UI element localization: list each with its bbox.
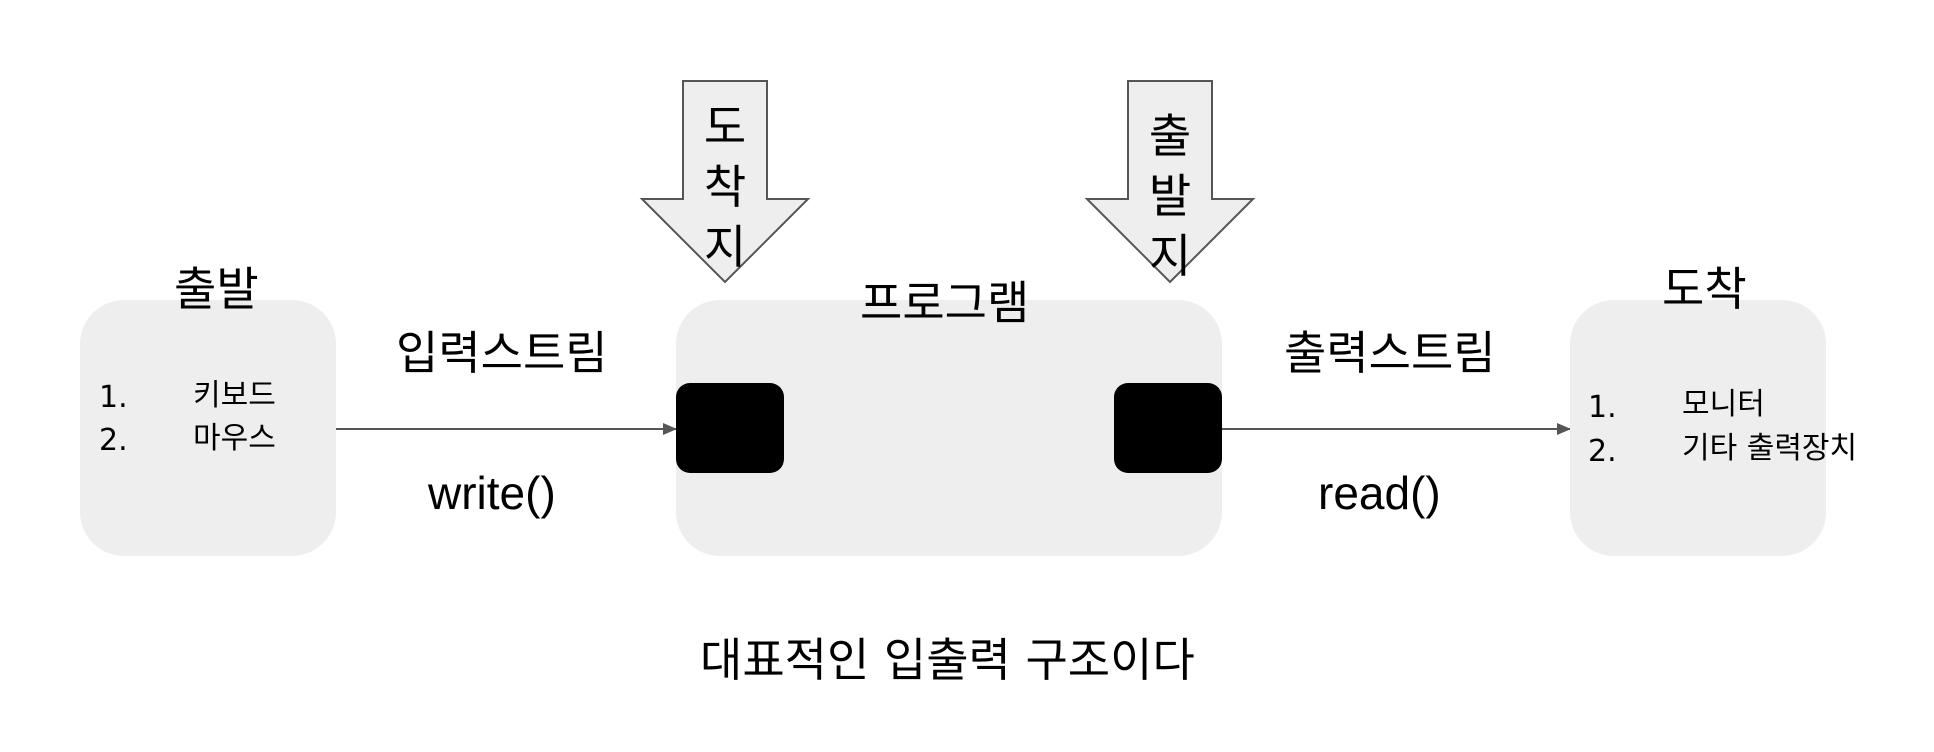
- source-title: 출발: [174, 262, 259, 316]
- source-box: [80, 300, 336, 556]
- departure-marker-char-2: 발: [1148, 169, 1192, 223]
- departure-marker-char-3: 지: [1148, 229, 1192, 283]
- input-port: [676, 383, 784, 473]
- source-item-1: 키보드: [193, 378, 276, 413]
- source-item-num-2: 2.: [99, 423, 128, 458]
- arrival-marker-char-3: 지: [703, 220, 747, 274]
- destination-item-num-1: 1.: [1588, 390, 1617, 425]
- departure-down-arrow: [1084, 80, 1256, 284]
- output-stream-method: read(): [1318, 467, 1441, 519]
- arrival-marker-char-2: 착: [703, 160, 747, 214]
- destination-box: [1570, 300, 1826, 556]
- arrival-marker-char-1: 도: [703, 100, 747, 154]
- input-stream-label: 입력스트림: [396, 326, 608, 380]
- output-port: [1114, 383, 1222, 473]
- destination-title: 도착: [1662, 262, 1747, 316]
- destination-item-1: 모니터: [1682, 387, 1765, 422]
- diagram-caption: 대표적인 입출력 구조이다: [700, 633, 1195, 687]
- departure-marker-char-1: 출: [1148, 109, 1192, 163]
- program-title: 프로그램: [860, 276, 1030, 330]
- arrival-down-arrow: [639, 80, 811, 284]
- source-item-num-1: 1.: [99, 380, 128, 415]
- destination-item-num-2: 2.: [1588, 434, 1617, 469]
- input-stream-method: write(): [428, 467, 556, 519]
- output-stream-label: 출력스트림: [1284, 326, 1496, 380]
- destination-item-2: 기타 출력장치: [1682, 431, 1858, 466]
- source-item-2: 마우스: [193, 421, 276, 456]
